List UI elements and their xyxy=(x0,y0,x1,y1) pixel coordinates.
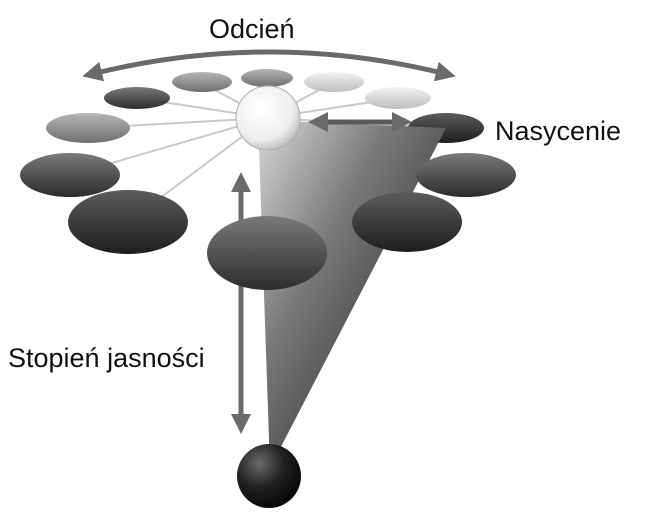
lightness-label: Stopień jasności xyxy=(8,343,205,373)
hue-arc-arrow xyxy=(82,49,456,82)
hue-disc-back-center xyxy=(241,69,293,87)
hue-disc-front-center xyxy=(207,216,327,290)
hue-disc-front-right xyxy=(352,192,462,252)
hue-disc-upper-right xyxy=(365,87,431,109)
hue-disc-upper-left xyxy=(104,87,170,109)
saturation-label: Nasycenie xyxy=(495,116,622,146)
hue-disc-lower-left xyxy=(20,153,120,197)
hue-disc-lower-right xyxy=(416,153,516,197)
hue-disc-front-left xyxy=(68,190,188,254)
hue-disc-left xyxy=(46,113,130,143)
black-sphere xyxy=(237,444,301,508)
hue-disc-back-right xyxy=(304,72,364,92)
hue-disc-back-left xyxy=(172,72,232,92)
white-sphere xyxy=(235,85,301,151)
hue-label: Odcień xyxy=(209,14,295,44)
